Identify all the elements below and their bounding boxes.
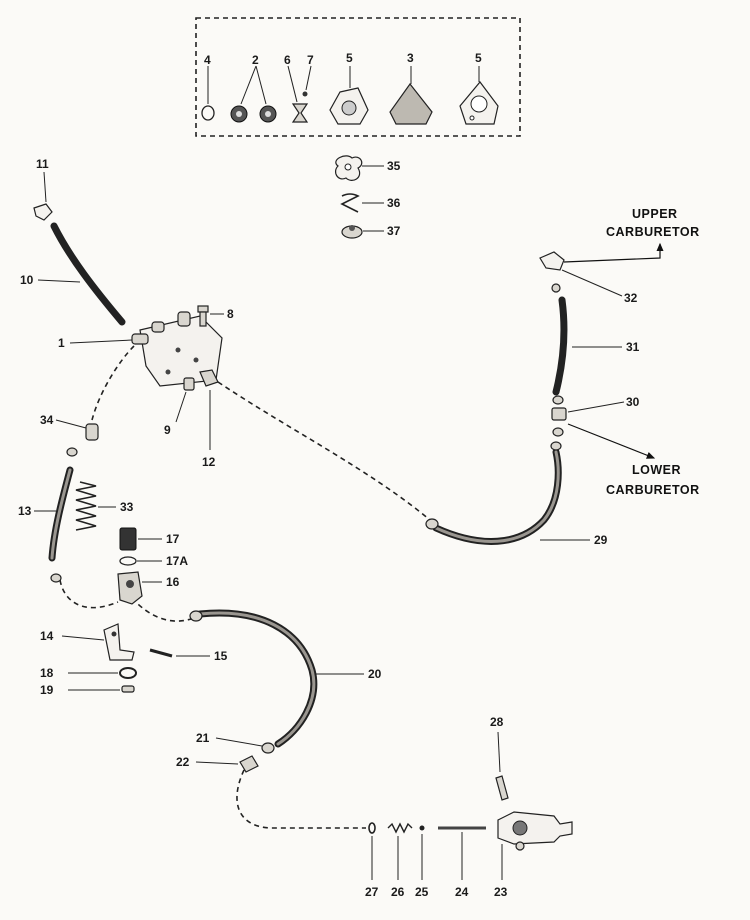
lower-carburetor-label-line2: CARBURETOR <box>606 483 700 497</box>
callout-7: 7 <box>307 53 314 67</box>
callout-31: 31 <box>626 340 640 354</box>
part-17a-o-ring <box>119 556 162 566</box>
part-3-diaphragm <box>389 66 433 125</box>
callout-28: 28 <box>490 715 504 729</box>
callout-8: 8 <box>227 307 234 321</box>
part-36-spring <box>340 193 384 213</box>
part-1-fuel-pump <box>69 311 223 387</box>
callout-17: 17 <box>166 532 180 546</box>
part-24-rod <box>438 826 486 880</box>
part-35-plate <box>334 155 384 181</box>
part-15-screw <box>149 648 210 658</box>
part-26-spring <box>387 822 413 880</box>
callout-26: 26 <box>391 885 405 899</box>
callout-23: 23 <box>494 885 508 899</box>
part-21-clamp <box>215 737 275 754</box>
callout-30: 30 <box>626 395 640 409</box>
route-12-to-29 <box>217 381 431 521</box>
part-28-screw <box>495 731 509 801</box>
part-19-nut <box>68 685 135 693</box>
callout-10: 10 <box>20 273 34 287</box>
part-29-hose <box>425 448 590 545</box>
part-5-gasket-left <box>329 66 369 125</box>
callout-16: 16 <box>166 575 180 589</box>
part-20-hose <box>189 609 364 748</box>
part-11-elbow <box>33 171 53 221</box>
callout-5-right: 5 <box>475 51 482 65</box>
callout-24: 24 <box>455 885 469 899</box>
upper-carburetor-arrow <box>563 242 664 263</box>
callout-27: 27 <box>365 885 379 899</box>
callout-18: 18 <box>40 666 54 680</box>
upper-carburetor-label-line2: CARBURETOR <box>606 225 700 239</box>
part-37-cap <box>341 225 384 239</box>
part-12-elbow <box>199 369 219 450</box>
part-13-hose <box>34 447 78 583</box>
part-5-gasket-right <box>459 66 499 125</box>
part-23-fuel-connector <box>497 811 573 880</box>
part-10-hose <box>37 222 126 326</box>
part-27-seal <box>368 822 376 880</box>
route-pump-to-34 <box>91 345 135 421</box>
callout-25: 25 <box>415 885 429 899</box>
part-8-screw <box>197 305 224 327</box>
part-14-bracket <box>61 623 135 661</box>
route-16-to-20 <box>131 597 195 622</box>
callout-11: 11 <box>36 157 49 171</box>
callout-3: 3 <box>407 51 414 65</box>
upper-carburetor-label-line1: UPPER <box>632 207 678 221</box>
part-25-ball <box>419 825 425 880</box>
part-4-o-ring <box>201 66 215 121</box>
callout-35: 35 <box>387 159 401 173</box>
callout-5-left: 5 <box>346 51 353 65</box>
callout-36: 36 <box>387 196 401 210</box>
callout-15: 15 <box>214 649 228 663</box>
callout-2: 2 <box>252 53 259 67</box>
callout-6: 6 <box>284 53 291 67</box>
callout-19: 19 <box>40 683 54 697</box>
part-17-filter <box>119 527 162 551</box>
part-32-elbow <box>539 251 623 297</box>
part-22-fitting <box>195 755 259 773</box>
callout-29: 29 <box>594 533 608 547</box>
part-31-hose <box>552 296 622 396</box>
callout-32: 32 <box>624 291 638 305</box>
callout-37: 37 <box>387 224 401 238</box>
part-18-washer <box>68 667 137 679</box>
route-22-to-27 <box>236 769 366 829</box>
callout-14: 14 <box>40 629 54 643</box>
route-13-to-16 <box>59 579 119 609</box>
callout-22: 22 <box>176 755 190 769</box>
part-33-spring <box>75 481 116 531</box>
part-34-fitting <box>55 419 99 441</box>
callout-1: 1 <box>58 336 65 350</box>
callout-33: 33 <box>120 500 134 514</box>
part-9-fitting <box>175 377 195 423</box>
lower-carburetor-label-line1: LOWER <box>632 463 681 477</box>
callout-17a: 17A <box>166 554 188 568</box>
callout-4: 4 <box>204 53 211 67</box>
callout-34: 34 <box>40 413 54 427</box>
callout-13: 13 <box>18 504 32 518</box>
part-16-filter-body <box>117 571 162 605</box>
repair-kit-box <box>195 17 521 137</box>
callout-9: 9 <box>164 423 171 437</box>
part-30-tee <box>550 395 625 451</box>
lower-carburetor-arrow <box>567 423 656 459</box>
part-2-grommets <box>230 65 277 123</box>
part-6-valve <box>287 65 309 123</box>
callout-20: 20 <box>368 667 382 681</box>
part-7-pin <box>302 65 312 97</box>
callout-21: 21 <box>196 731 210 745</box>
callout-12: 12 <box>202 455 216 469</box>
